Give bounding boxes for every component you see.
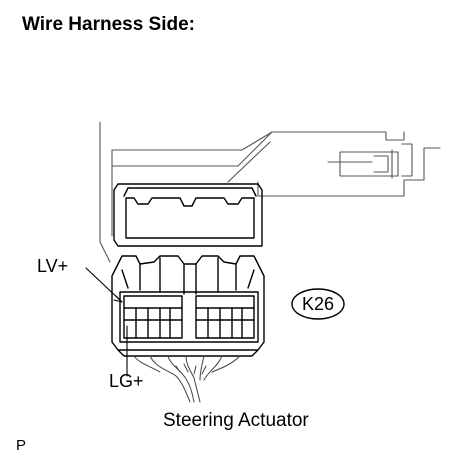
- connector-code-oval: [291, 288, 345, 320]
- corner-mark: P: [16, 437, 27, 454]
- mating-connector: [113, 183, 263, 247]
- connector-code-label: K26: [301, 294, 335, 314]
- mounting-bracket: [99, 121, 441, 263]
- component-label: Steering Actuator: [163, 410, 309, 431]
- harness-connector: [111, 255, 265, 357]
- wire-bundle: [133, 355, 241, 403]
- page-title: Wire Harness Side:: [22, 14, 196, 35]
- leader-lines: [85, 267, 128, 377]
- terminal-label-lv-plus: LV+: [37, 256, 69, 276]
- terminal-label-lg-plus: LG+: [109, 371, 144, 391]
